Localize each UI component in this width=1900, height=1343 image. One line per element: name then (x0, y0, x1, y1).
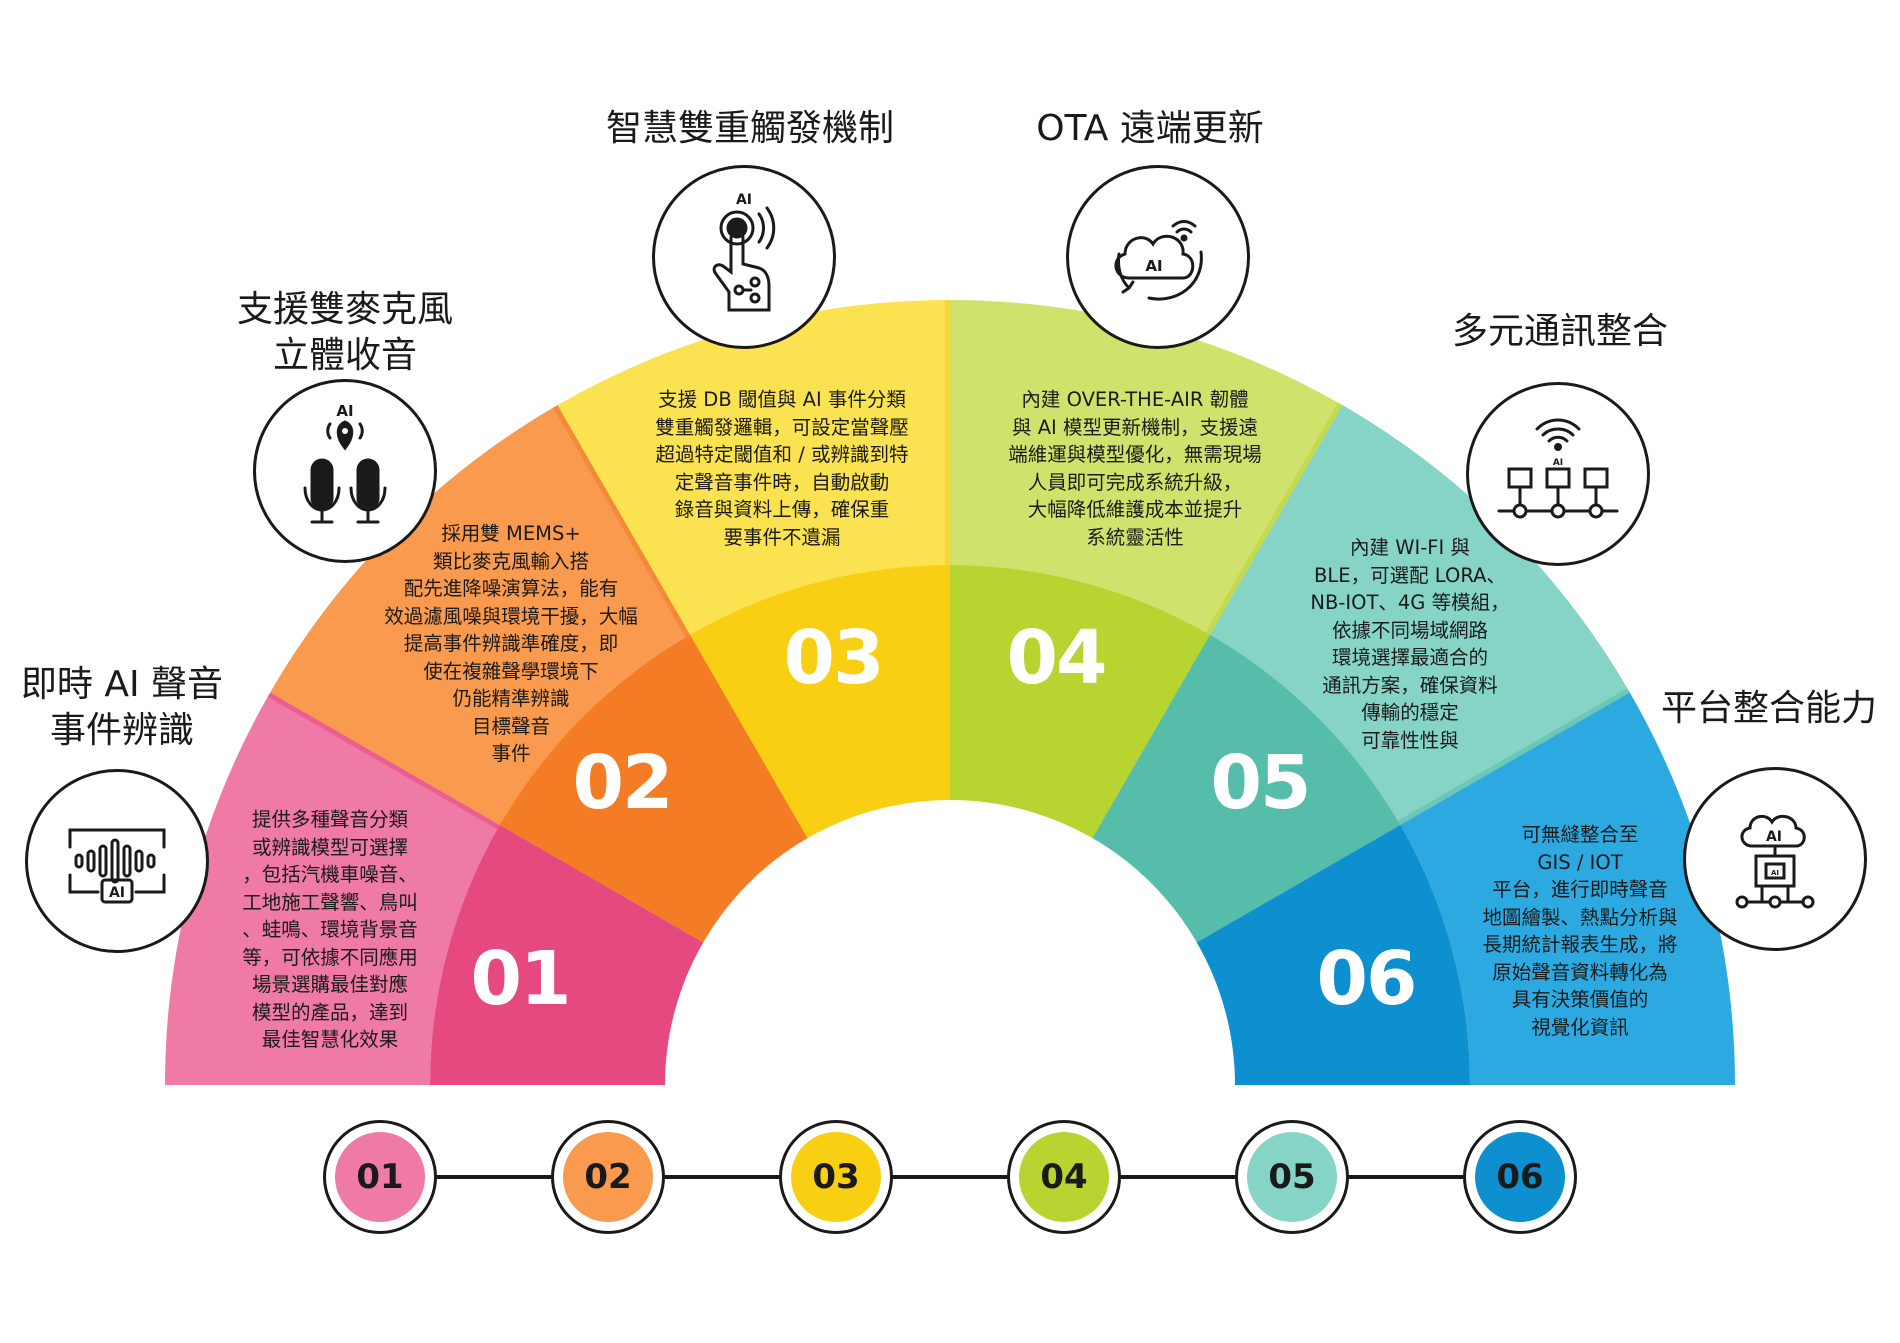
segment-outer-05 (1210, 405, 1630, 825)
dual-microphone-icon: AI (253, 379, 437, 563)
svg-text:AI: AI (109, 885, 125, 901)
segment-inner-06 (1196, 825, 1470, 1085)
segment-number-05: 05 (1210, 740, 1312, 826)
timeline-node-01[interactable]: 01 (323, 1120, 437, 1234)
feature-title-04: OTA 遠端更新 (1036, 108, 1264, 149)
timeline-node-02[interactable]: 02 (551, 1120, 665, 1234)
timeline-line (376, 1175, 1520, 1179)
segment-number-04: 04 (1006, 615, 1108, 701)
timeline-node-label: 06 (1475, 1132, 1565, 1222)
timeline-node-label: 03 (791, 1132, 881, 1222)
segment-outer-04 (950, 300, 1343, 635)
timeline-node-04[interactable]: 04 (1007, 1120, 1121, 1234)
segment-inner-03 (690, 565, 950, 839)
timeline-node-05[interactable]: 05 (1235, 1120, 1349, 1234)
cloud-update-icon: AI (1066, 165, 1250, 349)
segment-outer-03 (557, 300, 950, 635)
feature-title-06: 平台整合能力 (1660, 688, 1877, 729)
segment-number-06: 06 (1316, 936, 1418, 1022)
description-02: 採用雙 MEMS+類比麥克風輸入搭配先進降噪演算法，能有 效過濾風噪與環境干擾，… (384, 522, 638, 765)
description-04: 內建 OVER-THE-AIR 韌體與 AI 模型更新機制，支援遠端維運與模型優… (1008, 388, 1262, 549)
svg-text:AI: AI (736, 192, 752, 208)
timeline-node-label: 05 (1247, 1132, 1337, 1222)
segment-number-02: 02 (572, 740, 674, 826)
segment-inner-01 (430, 825, 704, 1085)
feature-title-03: 智慧雙重觸發機制 (605, 108, 894, 149)
segment-outer-06 (1400, 692, 1735, 1085)
segment-inner-04 (950, 565, 1210, 839)
cloud-platform-icon: AI AI (1683, 767, 1867, 951)
feature-title-02: 支援雙麥克風立體收音 (236, 289, 453, 376)
segment-outer-01 (165, 692, 500, 1085)
sound-wave-ai-icon: AI (25, 769, 209, 953)
network-icon: AI (1466, 382, 1650, 566)
feature-title-01: 即時 AI 聲音事件辨識 (20, 664, 224, 751)
segment-number-01: 01 (470, 936, 572, 1022)
timeline-node-06[interactable]: 06 (1463, 1120, 1577, 1234)
timeline-node-label: 01 (335, 1132, 425, 1222)
touch-trigger-icon: AI (652, 165, 836, 349)
description-03: 支援 DB 閾值與 AI 事件分類雙重觸發邏輯，可設定當聲壓超過特定閾值和 / … (655, 388, 909, 549)
description-01: 提供多種聲音分類或辨識模型可選擇，包括汽機車噪音、 工地施工聲響、鳥叫、蛙鳴、環… (242, 808, 418, 1051)
svg-text:AI: AI (1145, 257, 1162, 275)
timeline-node-label: 02 (563, 1132, 653, 1222)
svg-text:AI: AI (336, 402, 353, 420)
feature-title-05: 多元通訊整合 (1451, 311, 1668, 352)
svg-text:AI: AI (1553, 458, 1563, 468)
timeline-node-03[interactable]: 03 (779, 1120, 893, 1234)
segment-number-03: 03 (783, 615, 885, 701)
timeline-node-label: 04 (1019, 1132, 1109, 1222)
svg-text:AI: AI (1771, 869, 1779, 877)
svg-text:AI: AI (1766, 829, 1782, 845)
segment-outer-02 (270, 405, 690, 825)
